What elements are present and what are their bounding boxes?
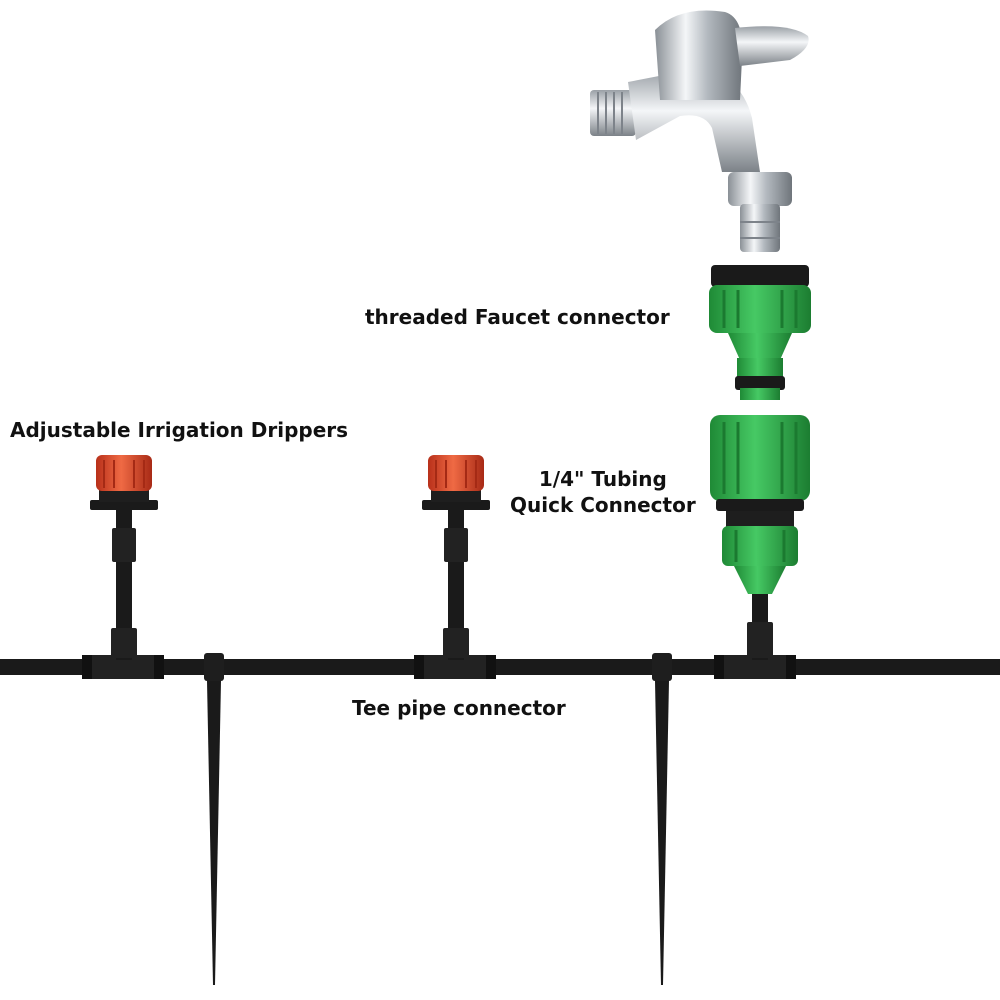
quick-connector-label-line1: 1/4" Tubing bbox=[538, 467, 667, 491]
quick-connector-icon bbox=[710, 415, 810, 594]
riser-fitting bbox=[747, 622, 773, 658]
faucet-connector-label: threaded Faucet connector bbox=[365, 305, 670, 329]
faucet-connector-icon bbox=[709, 265, 811, 400]
faucet-icon bbox=[590, 10, 809, 252]
dripper-icon bbox=[422, 455, 490, 660]
tee-connector-icon bbox=[714, 655, 796, 679]
stake-icon bbox=[652, 653, 672, 985]
tee-connector-icon bbox=[82, 655, 164, 679]
quick-connector-label-line2: Quick Connector bbox=[510, 493, 696, 517]
quick-connector-label: 1/4" Tubing Quick Connector bbox=[510, 466, 696, 518]
tee-connector-icon bbox=[414, 655, 496, 679]
drippers-label: Adjustable Irrigation Drippers bbox=[10, 418, 349, 442]
dripper-icon bbox=[90, 455, 158, 660]
stake-icon bbox=[204, 653, 224, 985]
tee-connector-label: Tee pipe connector bbox=[352, 696, 566, 720]
